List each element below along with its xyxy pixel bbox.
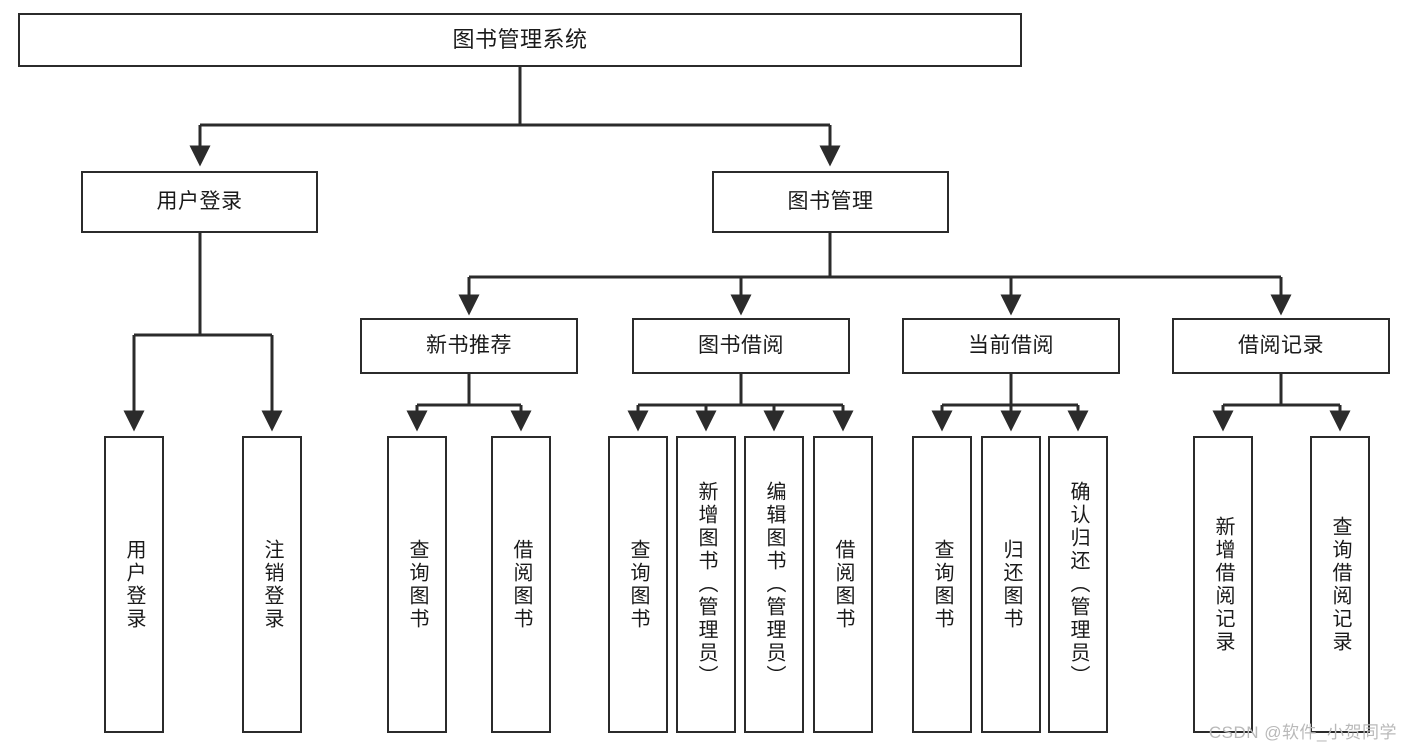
node-label: 借阅图书 — [510, 538, 532, 631]
node-label: 图书借阅 — [698, 333, 784, 357]
node-label: 注销登录 — [261, 538, 283, 631]
node-leaf-return-book[interactable]: 归还图书 — [981, 436, 1041, 733]
node-label: 新增借阅记录 — [1212, 515, 1234, 654]
node-book-borrow[interactable]: 图书借阅 — [632, 318, 850, 374]
node-leaf-borrow-book-recommend[interactable]: 借阅图书 — [491, 436, 551, 733]
node-label: 归还图书 — [1000, 538, 1022, 631]
node-leaf-query-book-borrow[interactable]: 查询图书 — [608, 436, 668, 733]
node-label: 用户登录 — [156, 189, 243, 213]
node-borrow-record[interactable]: 借阅记录 — [1172, 318, 1390, 374]
node-label: 图书管理系统 — [452, 27, 588, 53]
node-label: 查询图书 — [406, 538, 428, 631]
node-current-borrow[interactable]: 当前借阅 — [902, 318, 1120, 374]
node-leaf-confirm-return[interactable]: 确认归还（管理员） — [1048, 436, 1108, 733]
node-leaf-edit-book[interactable]: 编辑图书（管理员） — [744, 436, 804, 733]
node-label: 查询借阅记录 — [1329, 515, 1351, 654]
node-root-book-management-system[interactable]: 图书管理系统 — [18, 13, 1022, 67]
node-label: 新增图书（管理员） — [695, 481, 717, 688]
node-label: 图书管理 — [787, 189, 874, 213]
node-leaf-query-book-recommend[interactable]: 查询图书 — [387, 436, 447, 733]
node-label: 新书推荐 — [426, 333, 512, 357]
node-label: 编辑图书（管理员） — [763, 481, 785, 688]
node-leaf-add-borrow-record[interactable]: 新增借阅记录 — [1193, 436, 1253, 733]
node-leaf-query-borrow-record[interactable]: 查询借阅记录 — [1310, 436, 1370, 733]
node-leaf-query-book-current[interactable]: 查询图书 — [912, 436, 972, 733]
node-user-login[interactable]: 用户登录 — [81, 171, 318, 233]
node-leaf-add-book[interactable]: 新增图书（管理员） — [676, 436, 736, 733]
node-label: 借阅图书 — [832, 538, 854, 631]
node-new-book-recommend[interactable]: 新书推荐 — [360, 318, 578, 374]
node-leaf-user-login[interactable]: 用户登录 — [104, 436, 164, 733]
node-label: 确认归还（管理员） — [1067, 481, 1089, 688]
node-leaf-borrow-book[interactable]: 借阅图书 — [813, 436, 873, 733]
node-label: 查询图书 — [931, 538, 953, 631]
node-label: 当前借阅 — [968, 333, 1054, 357]
node-book-manage[interactable]: 图书管理 — [712, 171, 949, 233]
node-label: 查询图书 — [627, 538, 649, 631]
node-label: 用户登录 — [123, 538, 145, 631]
node-label: 借阅记录 — [1238, 333, 1324, 357]
node-leaf-logout-login[interactable]: 注销登录 — [242, 436, 302, 733]
